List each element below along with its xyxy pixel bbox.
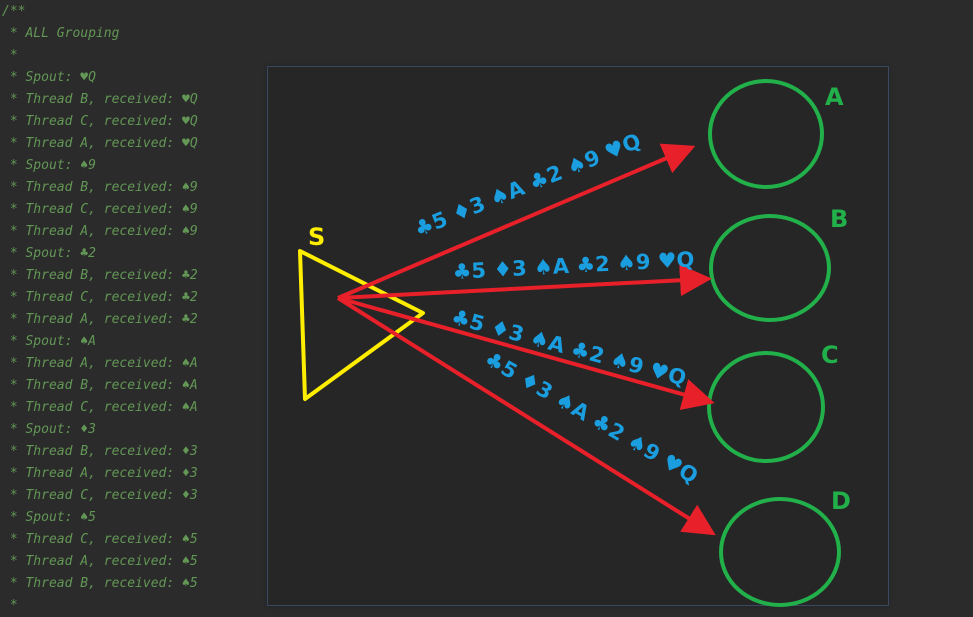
spout-triangle <box>298 249 425 401</box>
code-comment-line: /** <box>2 4 26 19</box>
code-comment-line: * <box>2 48 18 63</box>
arrow-to-b <box>337 264 712 300</box>
code-comment-line: * Spout: ♦3 <box>2 422 96 437</box>
target-label-c: C <box>821 341 839 369</box>
code-comment-line: * Thread B, received: ♠5 <box>2 576 198 591</box>
target-circle-b <box>709 214 831 322</box>
code-comment-line: * Spout: ♠A <box>2 334 96 349</box>
arrow-to-a <box>337 143 696 300</box>
target-circle-c <box>707 351 825 463</box>
code-comment-line: * Thread B, received: ♣2 <box>2 268 198 283</box>
code-comment-line: * ALL Grouping <box>2 26 120 41</box>
target-label-d: D <box>831 487 851 515</box>
code-comment-line: * Thread A, received: ♠9 <box>2 224 198 239</box>
diagram-canvas: S A B C D ♣5 ♦3 ♠A ♣2 ♠9 ♥Q ♣5 ♦3 ♠A ♣2 … <box>298 79 851 607</box>
code-comment-line: * Thread C, received: ♠9 <box>2 202 198 217</box>
code-comment-line: * Spout: ♣2 <box>2 246 96 261</box>
code-comment-line: * Thread B, received: ♠A <box>2 378 198 393</box>
arrow-to-d <box>336 296 716 536</box>
stream-label-to-c: ♣5 ♦3 ♠A ♣2 ♠9 ♥Q <box>449 305 689 391</box>
stream-label-to-a: ♣5 ♦3 ♠A ♣2 ♠9 ♥Q <box>411 129 644 242</box>
code-comment-line: * <box>2 598 18 613</box>
stream-label-to-b: ♣5 ♦3 ♠A ♣2 ♠9 ♥Q <box>452 247 695 284</box>
target-circle-a <box>708 79 824 189</box>
target-circle-d <box>719 497 841 607</box>
target-label-a: A <box>825 83 844 111</box>
code-comment-line: * Thread B, received: ♥Q <box>2 92 198 107</box>
code-comment-line: * Spout: ♠5 <box>2 510 96 525</box>
code-comment-line: * Thread B, received: ♠9 <box>2 180 198 195</box>
spout-label: S <box>308 223 325 251</box>
code-comment-line: * Spout: ♠9 <box>2 158 96 173</box>
code-comment-line: * Thread C, received: ♥Q <box>2 114 198 129</box>
target-label-b: B <box>830 205 848 233</box>
code-comment-line: * Spout: ♥Q <box>2 70 96 85</box>
code-comment-line: * Thread C, received: ♦3 <box>2 488 198 503</box>
all-grouping-diagram: S A B C D ♣5 ♦3 ♠A ♣2 ♠9 ♥Q ♣5 ♦3 ♠A ♣2 … <box>267 66 889 607</box>
code-comment-line: * Thread A, received: ♦3 <box>2 466 198 481</box>
code-comment-line: * Thread A, received: ♥Q <box>2 136 198 151</box>
code-comment-line: * Thread A, received: ♣2 <box>2 312 198 327</box>
code-comment-line: * Thread A, received: ♠5 <box>2 554 198 569</box>
arrow-to-c <box>337 296 715 410</box>
code-comment-line: * Thread A, received: ♠A <box>2 356 198 371</box>
code-comment-line: * Thread C, received: ♣2 <box>2 290 198 305</box>
code-comment-line: * Thread B, received: ♦3 <box>2 444 198 459</box>
code-comment-line: * Thread C, received: ♠5 <box>2 532 198 547</box>
code-comment-line: * Thread C, received: ♠A <box>2 400 198 415</box>
